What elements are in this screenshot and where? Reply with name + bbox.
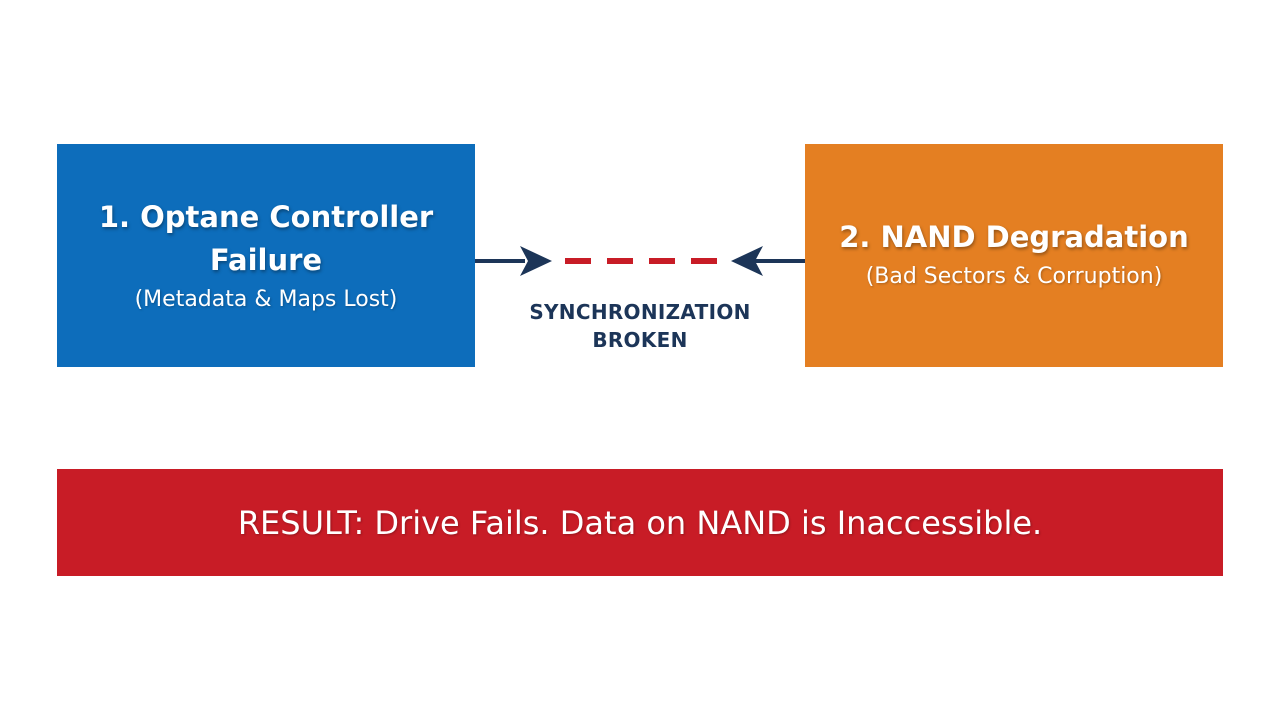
- nand-box-title: 2. NAND Degradation: [839, 220, 1189, 254]
- dash-2: [607, 258, 633, 264]
- dash-3: [649, 258, 675, 264]
- optane-box-title-line2: Failure: [209, 242, 323, 277]
- left-arrow-icon: [475, 246, 552, 276]
- optane-box-title-line1: 1. Optane Controller: [98, 199, 434, 234]
- nand-degradation-box: 2. NAND Degradation (Bad Sectors & Corru…: [805, 144, 1223, 367]
- right-arrow-icon: [731, 246, 805, 276]
- sync-label-line2: BROKEN: [592, 328, 688, 352]
- dash-1: [565, 258, 591, 264]
- synchronization-broken-label: SYNCHRONIZATION BROKEN: [490, 298, 790, 354]
- result-text: RESULT: Drive Fails. Data on NAND is Ina…: [237, 503, 1043, 542]
- synchronization-connector: [475, 246, 805, 276]
- optane-controller-failure-box: 1. Optane Controller Failure (Metadata &…: [57, 144, 475, 367]
- broken-link-dashes: [565, 258, 717, 264]
- result-banner: RESULT: Drive Fails. Data on NAND is Ina…: [57, 469, 1223, 576]
- optane-box-subtitle: (Metadata & Maps Lost): [134, 286, 398, 312]
- nand-box-subtitle: (Bad Sectors & Corruption): [865, 264, 1163, 289]
- sync-label-line1: SYNCHRONIZATION: [529, 300, 751, 324]
- dash-4: [691, 258, 717, 264]
